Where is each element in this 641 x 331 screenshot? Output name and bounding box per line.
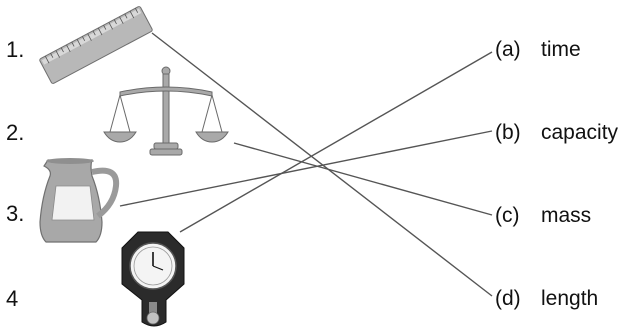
match-line-3-b xyxy=(120,131,492,206)
option-letter: (d) xyxy=(495,287,541,311)
option-a: (a)time xyxy=(495,38,581,62)
option-label: length xyxy=(541,287,598,310)
item-number-2: 2. xyxy=(6,121,24,145)
option-letter: (b) xyxy=(495,121,541,145)
ruler-icon xyxy=(39,6,153,84)
item-number-3: 3. xyxy=(6,202,24,226)
match-line-4-a xyxy=(180,52,492,232)
option-c: (c)mass xyxy=(495,204,591,228)
option-label: mass xyxy=(541,204,591,227)
option-letter: (a) xyxy=(495,38,541,62)
jug-icon xyxy=(40,158,116,242)
option-letter: (c) xyxy=(495,204,541,228)
option-b: (b)capacity xyxy=(495,121,618,145)
option-d: (d)length xyxy=(495,287,598,311)
option-label: capacity xyxy=(541,121,618,144)
option-label: time xyxy=(541,38,581,61)
pendulum-clock-icon xyxy=(122,232,184,326)
item-number-4: 4 xyxy=(6,287,18,311)
balance-scale-icon xyxy=(104,67,228,155)
match-line-1-d xyxy=(152,33,492,296)
item-number-1: 1. xyxy=(6,38,24,62)
